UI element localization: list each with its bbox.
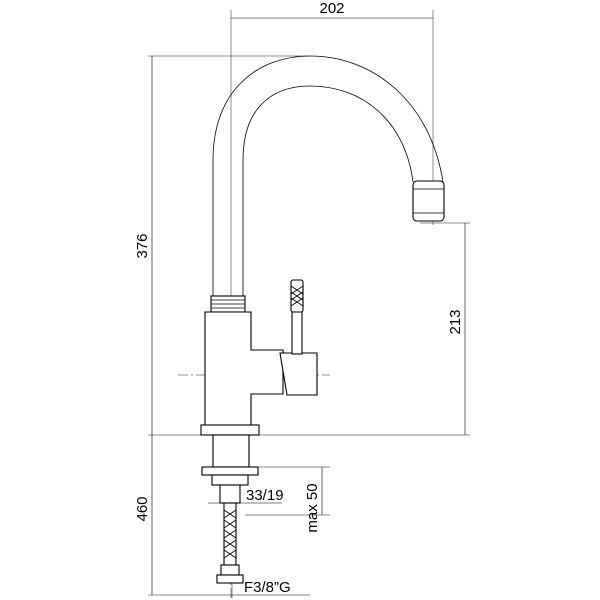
dim-deck-hole: 33/19	[246, 487, 284, 504]
spout-inner-curve	[242, 85, 414, 296]
mounting-washer	[201, 466, 259, 476]
dim-spout-outlet-height: 213	[447, 309, 464, 334]
lever-handle	[279, 352, 318, 396]
hose-fitting	[220, 564, 240, 576]
mounting-nut	[211, 474, 249, 486]
threaded-rod	[219, 484, 241, 504]
base-plate	[200, 424, 260, 436]
dim-total-height: 376	[134, 233, 151, 258]
spout-outer-curve	[212, 55, 444, 296]
faucet-body	[204, 311, 284, 426]
spout-outlet	[412, 180, 445, 222]
hose-nut	[216, 574, 244, 584]
dim-max-deck-thickness: max 50	[304, 483, 321, 532]
mounting-shank	[212, 434, 250, 468]
hose-braid	[223, 509, 237, 559]
lever-stem	[291, 309, 303, 355]
dim-connection-thread: F3/8”G	[244, 579, 291, 596]
lever-grip-knurling	[290, 285, 304, 307]
faucet-outline	[200, 55, 445, 584]
center-lines	[178, 300, 330, 600]
dim-spout-reach: 202	[319, 0, 344, 17]
dim-below-deck-length: 460	[134, 496, 151, 521]
